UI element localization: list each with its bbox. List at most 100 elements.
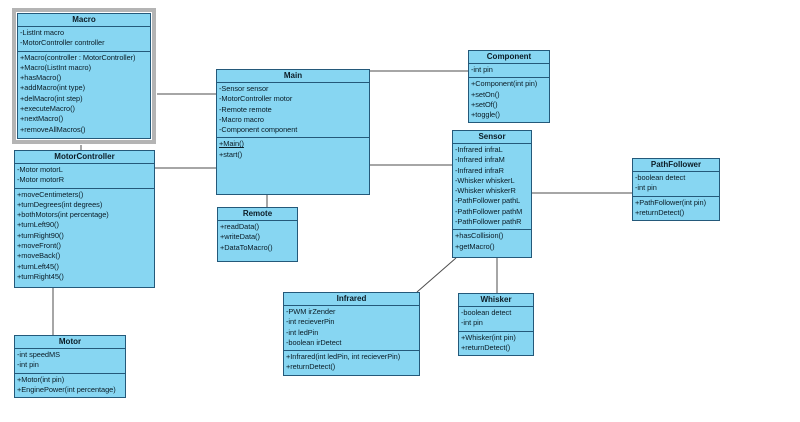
class-attributes: -boolean detect-int pin — [459, 306, 533, 331]
class-member: -Sensor sensor — [219, 84, 269, 93]
class-member: +Macro(ListInt macro) — [20, 62, 92, 72]
class-member: +returnDetect() — [635, 207, 685, 217]
class-member: -Macro macro — [219, 114, 264, 124]
class-member: +nextMacro() — [20, 114, 64, 124]
class-methods: +hasCollision()+getMacro() — [453, 229, 531, 257]
uml-class-main[interactable]: Main -Sensor sensor-MotorController moto… — [216, 69, 370, 195]
class-member: +moveCentimeters() — [17, 189, 84, 199]
uml-class-component[interactable]: Component -int pin +Component(int pin)+s… — [468, 50, 550, 124]
class-member: +hasCollision() — [455, 231, 504, 241]
class-member: +turnDegrees(int degrees) — [17, 199, 103, 209]
class-methods: +PathFollower(int pin)+returnDetect() — [633, 195, 719, 221]
class-methods: +Main()+start() — [217, 137, 369, 194]
class-name: Motor — [58, 337, 82, 346]
class-member: -Motor motorR — [17, 175, 64, 185]
class-name: Infrared — [336, 294, 367, 303]
class-member: -Infrared infraL — [455, 145, 503, 154]
class-name: Sensor — [478, 132, 506, 141]
class-member: +Component(int pin) — [471, 79, 538, 89]
class-name: Main — [283, 71, 303, 80]
class-attributes: -int pin — [469, 63, 549, 77]
class-name: PathFollower — [650, 160, 702, 169]
class-name: Whisker — [480, 295, 512, 304]
class-name: MotorController — [54, 152, 115, 161]
class-member: +Motor(int pin) — [17, 374, 65, 384]
uml-class-infrared[interactable]: Infrared -PWM irZender-int recieverPin-i… — [283, 292, 420, 376]
class-member: -boolean detect — [635, 173, 686, 182]
class-member: +setOf() — [471, 99, 498, 109]
uml-class-motorcontroller[interactable]: MotorController -Motor motorL-Motor moto… — [14, 150, 155, 288]
class-member: -ListInt macro — [20, 28, 65, 37]
class-member: +Main() — [219, 139, 244, 149]
class-member: -int pin — [17, 360, 39, 370]
uml-class-whisker[interactable]: Whisker -boolean detect-int pin +Whisker… — [458, 293, 534, 357]
class-member: +turnRight45() — [17, 271, 64, 281]
class-member: -PWM irZender — [286, 307, 336, 316]
class-member: +removeAllMacros() — [20, 124, 86, 134]
class-attributes: -PWM irZender-int recieverPin-int ledPin… — [284, 305, 419, 350]
class-member: +Infrared(int ledPin, int recieverPin) — [286, 352, 401, 362]
uml-class-macro[interactable]: Macro -ListInt macro-MotorController con… — [12, 8, 156, 144]
class-member: -MotorController controller — [20, 38, 105, 48]
class-member: +writeData() — [220, 232, 260, 242]
class-member: -PathFollower pathR — [455, 217, 522, 227]
class-member: +DataToMacro() — [220, 242, 273, 252]
class-name: Macro — [72, 15, 96, 24]
class-member: +Macro(controller : MotorController) — [20, 52, 136, 62]
class-member: -MotorController motor — [219, 94, 293, 104]
uml-class-pathfollower[interactable]: PathFollower -boolean detect-int pin +Pa… — [632, 158, 720, 222]
uml-class-sensor[interactable]: Sensor -Infrared infraL-Infrared infraM-… — [452, 130, 532, 258]
class-member: +addMacro(int type) — [20, 83, 85, 93]
class-member: +toggle() — [471, 110, 500, 120]
class-member: -boolean detect — [461, 308, 512, 317]
class-member: +setOn() — [471, 89, 500, 99]
class-member: -int pin — [635, 183, 657, 193]
uml-class-motor[interactable]: Motor -int speedMS-int pin +Motor(int pi… — [14, 335, 126, 399]
class-member: +Whisker(int pin) — [461, 332, 516, 342]
edge-sensor-infrared[interactable] — [416, 257, 457, 293]
class-attributes: -Infrared infraL-Infrared infraM-Infrare… — [453, 143, 531, 229]
class-member: -int speedMS — [17, 350, 60, 359]
class-attributes: -int speedMS-int pin — [15, 348, 125, 373]
class-member: -Infrared infraR — [455, 165, 504, 175]
class-member: +executeMacro() — [20, 104, 75, 114]
class-member: -PathFollower pathM — [455, 206, 523, 216]
class-member: -PathFollower pathL — [455, 196, 521, 206]
class-member: -Whisker whiskerR — [455, 186, 516, 196]
class-methods: +moveCentimeters()+turnDegrees(int degre… — [15, 187, 154, 287]
class-member: +delMacro(int step) — [20, 93, 83, 103]
class-member: -Remote remote — [219, 104, 272, 114]
class-member: +start() — [219, 149, 243, 159]
class-member: +hasMacro() — [20, 73, 62, 83]
class-member: -int pin — [471, 65, 493, 74]
class-member: +turnLeft90() — [17, 220, 59, 230]
class-methods: +Motor(int pin)+EnginePower(int percenta… — [15, 372, 125, 398]
class-member: -int pin — [461, 318, 483, 328]
class-member: +EnginePower(int percentage) — [17, 384, 116, 394]
class-name: Component — [486, 52, 532, 61]
class-member: -boolean irDetect — [286, 337, 342, 347]
class-member: +getMacro() — [455, 241, 495, 251]
class-name: Remote — [242, 209, 273, 218]
class-member: -Motor motorL — [17, 165, 63, 174]
class-member: +PathFollower(int pin) — [635, 197, 706, 207]
class-member: -int ledPin — [286, 327, 319, 337]
class-methods: +Infrared(int ledPin, int recieverPin)+r… — [284, 350, 419, 375]
class-member: +moveFront() — [17, 241, 61, 251]
class-member: +bothMotors(int percentage) — [17, 210, 109, 220]
class-member: +turnRight90() — [17, 230, 64, 240]
class-member: +readData() — [220, 222, 260, 231]
class-methods: +Macro(controller : MotorController)+Mac… — [18, 50, 150, 138]
class-member: -Component component — [219, 125, 298, 135]
uml-class-remote[interactable]: Remote +readData()+writeData()+DataToMac… — [217, 207, 298, 262]
class-member: +returnDetect() — [286, 362, 336, 372]
class-attributes: -Sensor sensor-MotorController motor-Rem… — [217, 82, 369, 137]
class-member: +moveBack() — [17, 251, 61, 261]
class-member: +turnLeft45() — [17, 261, 59, 271]
class-methods: +readData()+writeData()+DataToMacro() — [218, 220, 297, 261]
class-member: -Whisker whiskerL — [455, 175, 515, 185]
class-attributes: -Motor motorL-Motor motorR — [15, 163, 154, 188]
class-member: -int recieverPin — [286, 317, 335, 327]
